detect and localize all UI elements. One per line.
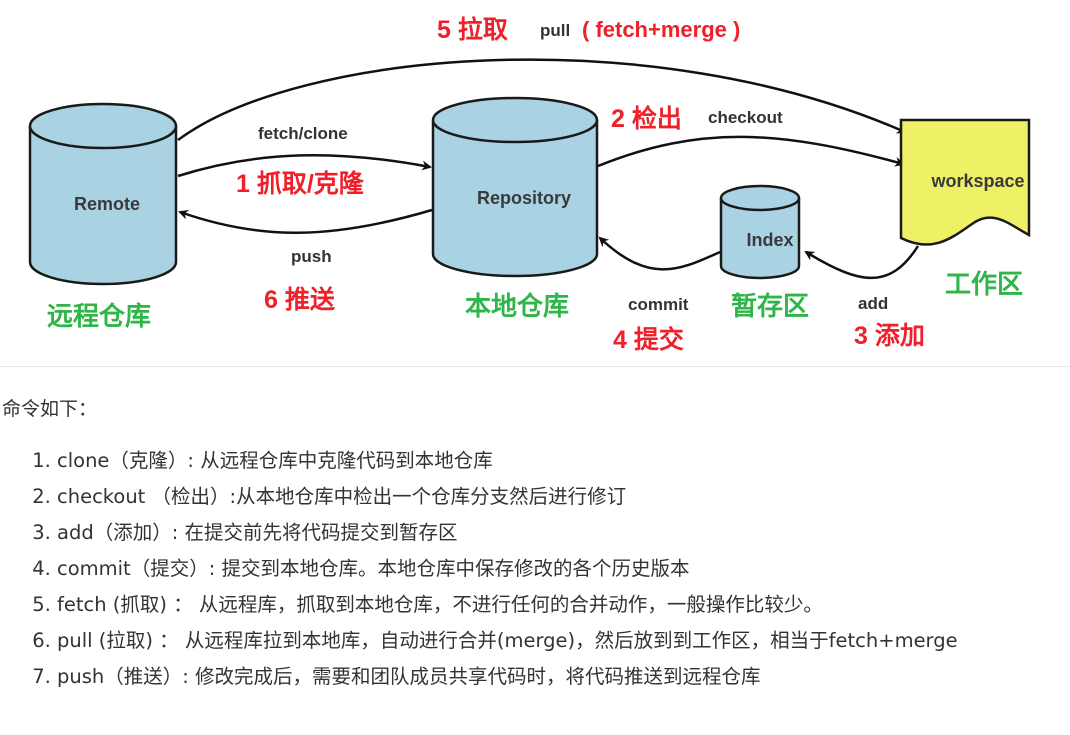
list-item: commit（提交）: 提交到本地仓库。本地仓库中保存修改的各个历史版本 bbox=[57, 551, 1017, 587]
fetch-clone-arrow bbox=[177, 153, 432, 178]
list-item: clone（克隆）: 从远程仓库中克隆代码到本地仓库 bbox=[57, 443, 1017, 479]
pull-arrow bbox=[177, 58, 907, 142]
fetch-clone-cmd-label: fetch/clone bbox=[258, 124, 348, 143]
index-label: Index bbox=[746, 230, 793, 250]
list-item: push（推送）: 修改完成后，需要和团队成员共享代码时，将代码推送到远程仓库 bbox=[57, 659, 1017, 695]
workspace-label: workspace bbox=[930, 171, 1024, 191]
pull-detail-label: ( fetch+merge ) bbox=[582, 17, 740, 42]
remote-zone-label: 远程仓库 bbox=[47, 301, 151, 331]
push-step-label: 6 推送 bbox=[264, 285, 335, 314]
commit-step-label: 4 提交 bbox=[613, 325, 684, 354]
list-item: pull (拉取) ： 从远程库拉到本地库，自动进行合并(merge)，然后放到… bbox=[57, 623, 1017, 659]
repository-cylinder-icon bbox=[431, 96, 599, 278]
add-cmd-label: add bbox=[858, 294, 888, 313]
pull-step-label: 5 拉取 bbox=[437, 15, 508, 44]
checkout-arrow bbox=[597, 135, 905, 168]
push-arrow bbox=[178, 208, 433, 234]
checkout-cmd-label: checkout bbox=[708, 108, 783, 127]
pull-cmd-label: pull bbox=[540, 21, 570, 40]
command-list: clone（克隆）: 从远程仓库中克隆代码到本地仓库 checkout （检出）… bbox=[0, 443, 1017, 695]
add-arrow bbox=[804, 245, 920, 279]
commit-cmd-label: commit bbox=[628, 295, 689, 314]
staging-zone-label: 暂存区 bbox=[731, 291, 809, 321]
local-zone-label: 本地仓库 bbox=[465, 291, 569, 321]
checkout-step-label: 2 检出 bbox=[611, 104, 682, 133]
list-item: add（添加）: 在提交前先将代码提交到暂存区 bbox=[57, 515, 1017, 551]
commands-intro: 命令如下： bbox=[2, 398, 98, 420]
fetch-step-label: 1 抓取/克隆 bbox=[236, 169, 365, 198]
add-step-label: 3 添加 bbox=[854, 322, 925, 350]
index-cylinder-icon bbox=[719, 184, 801, 280]
list-item: fetch (抓取) ： 从远程库，抓取到本地仓库，不进行任何的合并动作，一般操… bbox=[57, 587, 1017, 623]
remote-label: Remote bbox=[74, 194, 140, 214]
push-cmd-label: push bbox=[291, 247, 332, 266]
divider bbox=[0, 366, 1070, 367]
repository-label: Repository bbox=[477, 188, 571, 208]
commit-arrow bbox=[598, 236, 721, 271]
list-item: checkout （检出）:从本地仓库中检出一个仓库分支然后进行修订 bbox=[57, 479, 1017, 515]
remote-cylinder-icon bbox=[28, 102, 178, 286]
workspace-document-icon bbox=[899, 118, 1031, 246]
git-workflow-diagram: Remote Repository Index workspace pull f… bbox=[28, 15, 1031, 354]
work-zone-label: 工作区 bbox=[945, 269, 1023, 299]
